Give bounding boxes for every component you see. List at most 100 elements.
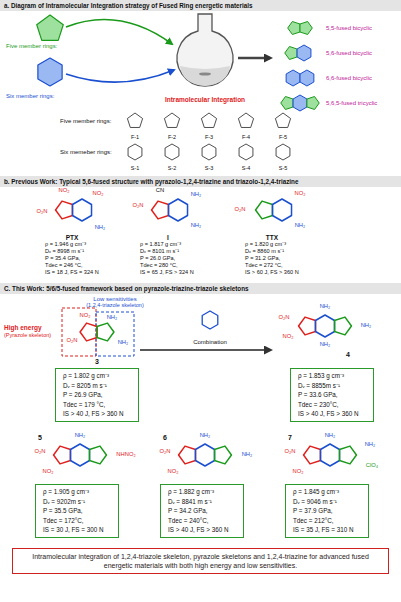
text-label: NH₂ (95, 225, 106, 231)
text-label: NH₂ (320, 342, 331, 348)
text-label: ρ = 1.946 g cm⁻³ (45, 242, 86, 248)
text-label: F-4 (242, 135, 250, 141)
text-label: NH₂ (107, 315, 118, 321)
ring-bond (37, 15, 64, 40)
summary-text: Intramolecular integration of 1,2,4-tria… (21, 552, 380, 570)
ring-bond (179, 446, 196, 464)
text-label: O₂N (37, 209, 48, 215)
text-label: ClO₄ (366, 463, 378, 469)
text-label: NO₂ (168, 469, 179, 475)
text-label: O₂N (235, 207, 246, 213)
ring-bond (300, 22, 312, 35)
text-label: 5,6,5-fused tricyclic (326, 100, 377, 106)
ring-bond (256, 201, 273, 219)
text-label: High energy (4, 325, 42, 332)
ring-bond (215, 446, 232, 464)
property-line: Tdec = 179 °C, (63, 400, 131, 410)
section-heading: C. This Work: 5/6/5-fused framework base… (0, 283, 401, 294)
dashed-frame (96, 312, 134, 356)
text-label: 5 (38, 434, 42, 441)
text-label: S-5 (279, 166, 288, 172)
text-label: NO₂ (80, 313, 91, 319)
property-line: P = 26.9 GPa, (63, 390, 131, 400)
flask-liquid (180, 66, 230, 86)
heading-text: C. This Work: 5/6/5-fused framework base… (4, 285, 248, 293)
text-label: P = 31.2 GPa, (245, 256, 280, 262)
property-line: Tdec = 240°C, (168, 516, 236, 526)
text-label: O₂N (285, 449, 296, 455)
ring-bond (281, 97, 293, 110)
text-label: 4 (346, 351, 350, 358)
text-label: 5,5-fused bicyclic (326, 25, 372, 31)
text-label: NH₂ (325, 433, 336, 439)
text-label: ρ = 1.817 g cm⁻³ (140, 242, 181, 248)
text-label: 6,6-fused bicyclic (326, 75, 372, 81)
text-label: 3 (95, 358, 99, 365)
ring-bond (276, 144, 290, 160)
text-label: (1,2,4-triazole skeleton) (86, 303, 143, 309)
section-heading: b. Previous Work: Typical 5,6-fused stru… (0, 176, 401, 187)
section-heading: a. Diagram of Intramolecular Integration… (0, 0, 401, 11)
ring-bond (202, 144, 216, 160)
ring-bond (293, 95, 307, 111)
heading-text: a. Diagram of Intramolecular Integration… (4, 2, 252, 10)
text-label: NO₂ (295, 191, 306, 197)
text-label: NHNO₂ (116, 452, 135, 458)
ring-bond (335, 317, 352, 335)
ring-bond (285, 47, 297, 60)
ring-bond (38, 58, 62, 86)
text-label: Five member rings: (60, 118, 111, 124)
property-line: Dᵥ = 9046 m s⁻¹ (293, 497, 361, 507)
ring-bond (56, 201, 73, 219)
property-line: IS > 40 J, FS > 360 N (168, 525, 236, 535)
ring-bond (288, 22, 300, 35)
ring-bond (299, 317, 316, 335)
property-line: ρ = 1.882 g cm⁻³ (168, 487, 236, 497)
text-label: IS = 65 J, FS > 324 N (140, 270, 194, 276)
ring-bond (80, 323, 97, 341)
ring-bond (272, 199, 291, 221)
property-line: Dᵥ = 8205 m s⁻¹ (63, 381, 131, 391)
text-label: PTX (66, 235, 79, 242)
text-label: NH₂ (361, 323, 372, 329)
text-label: Dᵥ = 8860 m s⁻¹ (245, 249, 284, 255)
ring-bond (201, 113, 216, 127)
ring-bond (54, 446, 71, 464)
text-label: Five member rings: (6, 43, 57, 49)
text-label: IS = 18 J, FS = 324 N (45, 270, 99, 276)
text-label: CN (156, 188, 164, 194)
text-label: O₂N (133, 203, 144, 209)
text-label: NO₂ (93, 191, 104, 197)
property-line: ρ = 1.845 g cm⁻³ (293, 487, 361, 497)
text-label: O₂N (279, 315, 290, 321)
text-label: NH₂ (118, 340, 129, 346)
text-label: NH₂ (320, 304, 331, 310)
flask (177, 14, 233, 86)
text-label: IS > 60 J, FS > 360 N (245, 270, 299, 276)
ring-bond (275, 113, 290, 127)
ring-bond (304, 446, 321, 464)
property-line: P = 34.2 GPa, (168, 506, 236, 516)
property-line: P = 35.5 GPa, (43, 506, 111, 516)
text-label: NH₂ (200, 433, 211, 439)
property-line: IS > 40 J, FS > 360 N (298, 409, 366, 419)
text-label: P = 35.4 GPa, (45, 256, 80, 262)
ring-bond (90, 446, 107, 464)
text-label: NH₂ (75, 433, 86, 439)
property-box: ρ = 1.853 g cm⁻³Dᵥ = 8855m s⁻¹P = 33.6 G… (290, 368, 374, 422)
property-box: ρ = 1.905 g cm⁻³Dᵥ = 9202m s⁻¹P = 35.5 G… (35, 484, 119, 538)
text-label: F-3 (205, 135, 213, 141)
text-label: P = 26.0 GPa, (140, 256, 175, 262)
text-label: I (167, 235, 169, 242)
property-line: Tdec = 172°C, (43, 516, 111, 526)
text-label: Tdec = 246 °C, (45, 263, 83, 269)
property-line: Dᵥ = 8841 m s⁻¹ (168, 497, 236, 507)
text-label: Intramolecular Integration (165, 97, 245, 104)
property-line: ρ = 1.853 g cm⁻³ (298, 371, 366, 381)
text-label: Combination (193, 339, 227, 345)
text-label: NH₂ (365, 442, 376, 448)
ring-bond (238, 113, 253, 127)
heading-text: b. Previous Work: Typical 5,6-fused stru… (4, 178, 298, 186)
text-label: F-2 (168, 135, 176, 141)
